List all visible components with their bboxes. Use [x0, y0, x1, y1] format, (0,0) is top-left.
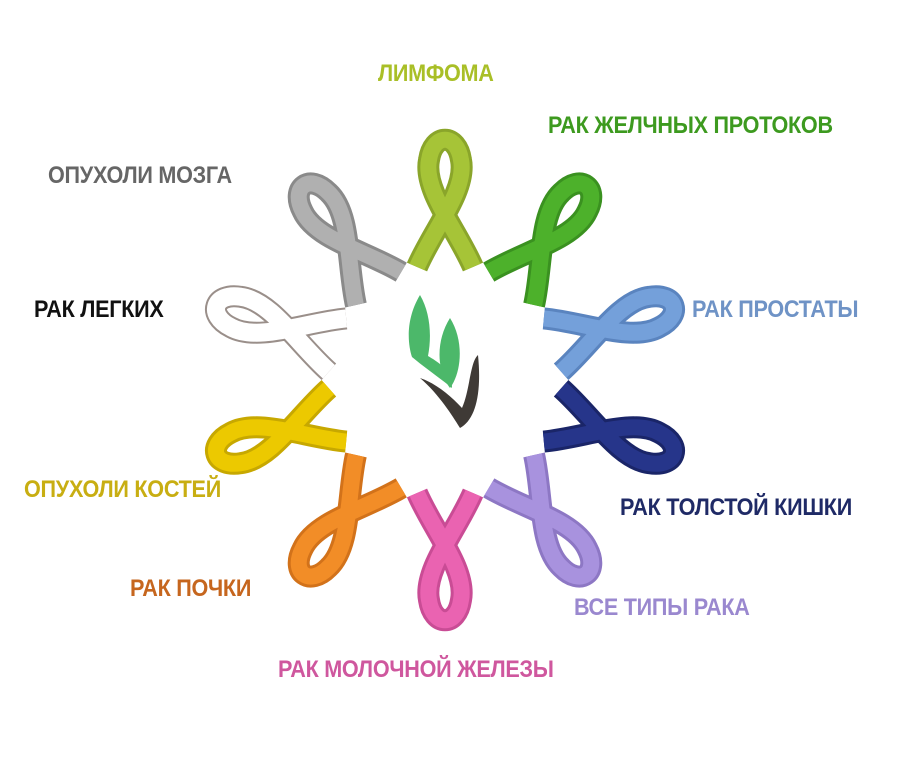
ribbon-breast: [406, 488, 484, 631]
ribbon-bile-duct: [483, 172, 603, 308]
ribbon-bone: [205, 380, 348, 475]
label-lymphoma: ЛИМФОМА: [378, 60, 494, 87]
label-prostate-cancer: РАК ПРОСТАТЫ: [692, 296, 859, 323]
ribbon-kidney: [287, 452, 407, 588]
label-colon-cancer: РАК ТОЛСТОЙ КИШКИ: [620, 494, 852, 521]
label-all-cancers: ВСЕ ТИПЫ РАКА: [574, 594, 750, 621]
ribbon-lymphoma: [406, 129, 484, 272]
label-breast-cancer: РАК МОЛОЧНОЙ ЖЕЛЕЗЫ: [278, 656, 554, 683]
ribbon-prostate: [542, 285, 685, 380]
ribbon-colon: [542, 380, 685, 475]
ribbon-brain: [287, 172, 407, 308]
ribbon-all-cancers: [483, 452, 603, 588]
label-bone-tumors: ОПУХОЛИ КОСТЕЙ: [24, 476, 221, 503]
label-kidney-cancer: РАК ПОЧКИ: [130, 575, 252, 602]
logo-icon: [408, 295, 480, 428]
label-brain-tumors: ОПУХОЛИ МОЗГА: [48, 162, 232, 189]
ribbon-lung: [205, 285, 348, 380]
label-lung-cancer: РАК ЛЕГКИХ: [34, 296, 164, 323]
label-bile-duct-cancer: РАК ЖЕЛЧНЫХ ПРОТОКОВ: [548, 112, 833, 139]
